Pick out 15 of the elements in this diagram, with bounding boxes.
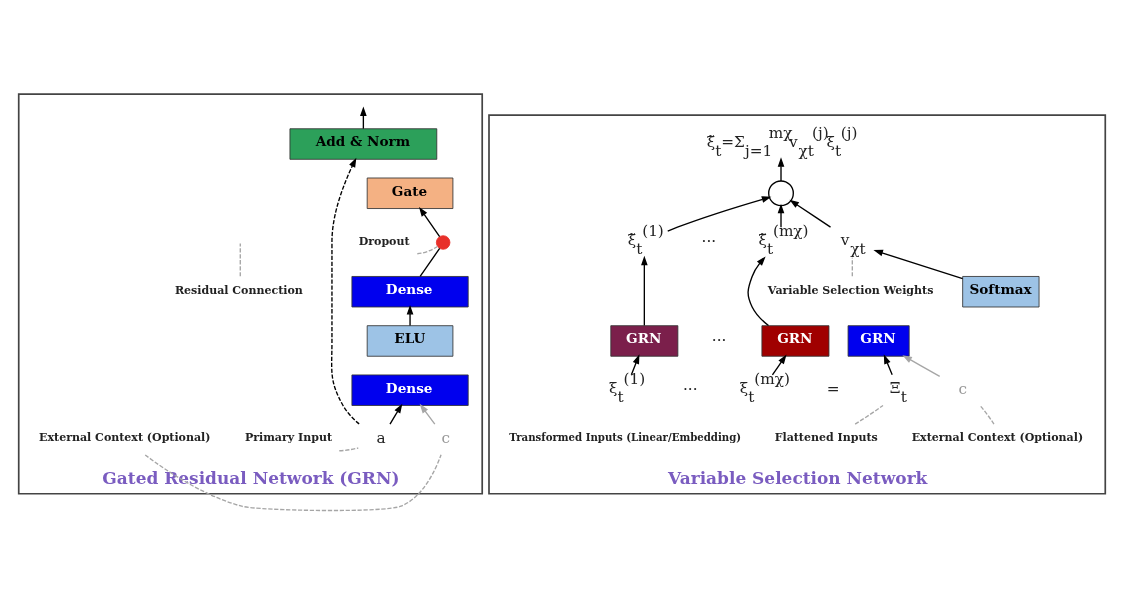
node-text: External Context (Optional) (911, 430, 1084, 444)
node-text: Primary Input (244, 430, 333, 444)
node-text: External Context (Optional) (39, 430, 211, 444)
label: ··· (711, 330, 727, 349)
node-text: c (441, 428, 451, 447)
node-text: a (376, 428, 386, 447)
node-text: Flattened Inputs (774, 430, 878, 444)
label: = (826, 379, 840, 398)
node-text: c (958, 379, 967, 398)
label: ··· (701, 231, 717, 250)
node-text: Variable Selection Weights (767, 283, 934, 297)
label: Transformed Inputs (Linear/Embedding) (509, 430, 742, 443)
node-text: Dropout (358, 234, 410, 248)
label: ··· (682, 379, 698, 398)
node-text: Residual Connection (174, 283, 303, 297)
